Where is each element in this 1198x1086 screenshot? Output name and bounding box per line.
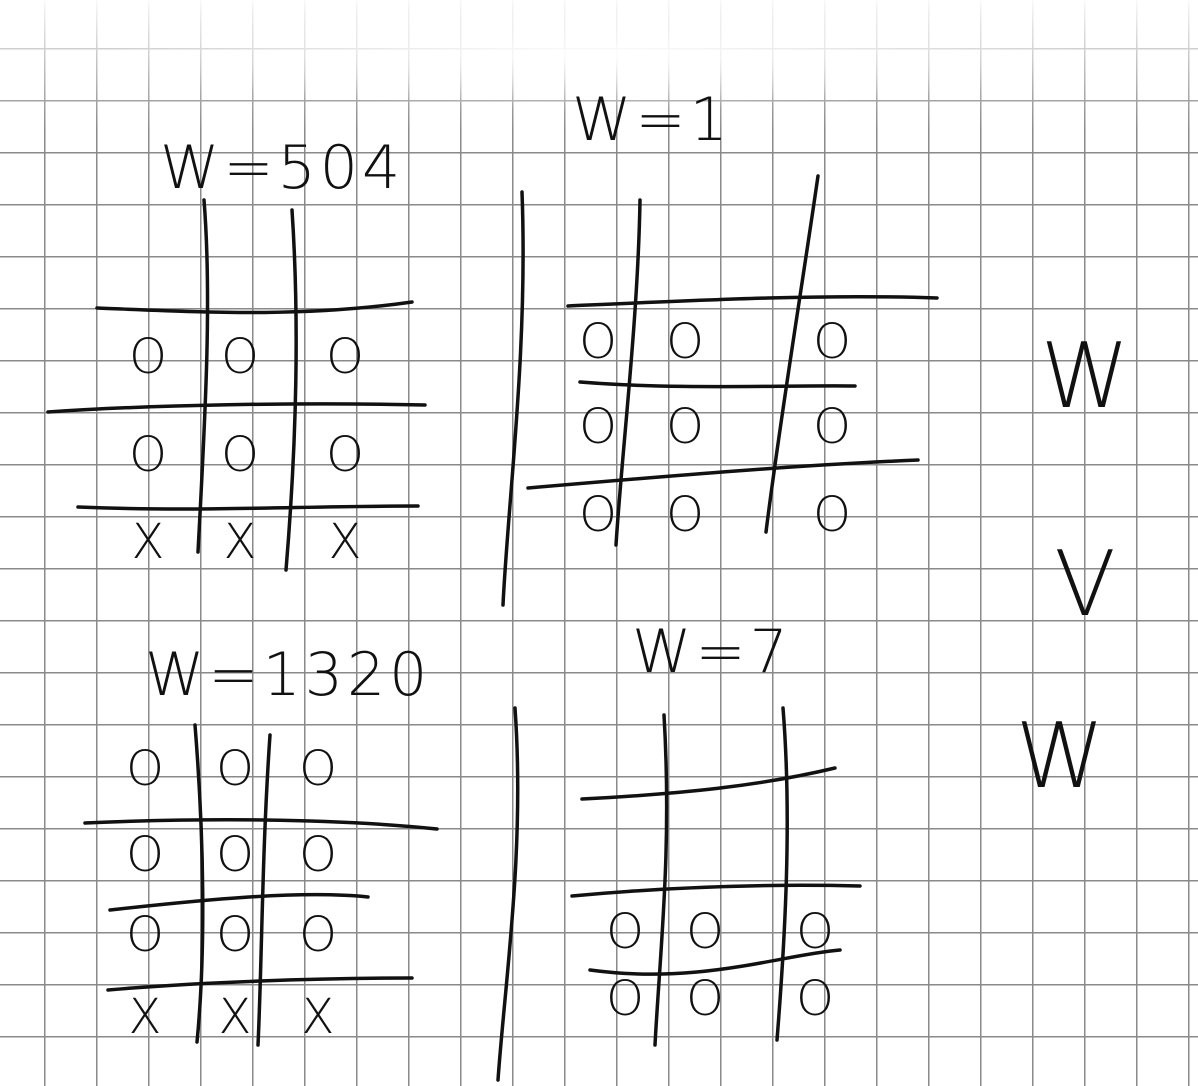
board-2-cell-r3c2: O [666, 487, 704, 543]
board-4-cell-r3c2: O [686, 904, 724, 960]
board-3-cell-r3c2: O [216, 907, 254, 963]
board-1-cell-r2c3: O [326, 427, 364, 483]
board-2-label: W=1 [572, 85, 732, 155]
board-3-lines [83, 723, 439, 1047]
board-3-cell-r2c1: O [126, 827, 164, 883]
board-4-cell-r3c3: O [796, 904, 834, 960]
board-1-cell-r1c1: O [129, 329, 167, 385]
board-4-label: W=7 [632, 617, 792, 687]
board-3-label: W=1320 [145, 640, 431, 710]
board-1-cell-r2c1: O [129, 427, 167, 483]
board-1-cell-r2c2: O [221, 427, 259, 483]
board-3-cell-r4c2: X [219, 989, 252, 1045]
board-2-cell-r2c1: O [579, 399, 617, 455]
side-symbol-v: V [1054, 532, 1116, 637]
board-4-lines [496, 706, 862, 1082]
board-3-cell-r4c1: X [129, 989, 162, 1045]
board-1-cell-r3c3: X [329, 514, 362, 570]
board-1-cell-r1c2: O [221, 329, 259, 385]
board-3-cell-r1c2: O [216, 741, 254, 797]
board-2-cell-r1c2: O [666, 314, 704, 370]
board-1-label: W=504 [160, 133, 404, 203]
board-2-cell-r2c2: O [666, 399, 704, 455]
board-4-cell-r4c2: O [686, 971, 724, 1027]
board-2-cell-r3c3: O [813, 487, 851, 543]
board-2-lines [501, 174, 939, 607]
board-2-cell-r2c3: O [813, 399, 851, 455]
side-symbol-w: W [1041, 324, 1130, 429]
board-1-lines [46, 198, 427, 572]
board-3-cell-r2c2: O [216, 827, 254, 883]
board-3-cell-r2c3: O [299, 827, 337, 883]
board-2-cell-r1c1: O [579, 314, 617, 370]
board-2-cell-r1c3: O [813, 314, 851, 370]
board-4-cell-r3c1: O [606, 904, 644, 960]
board-4-cell-r4c1: O [606, 971, 644, 1027]
board-3-cell-r3c3: O [299, 907, 337, 963]
board-4-cell-r4c3: O [796, 971, 834, 1027]
board-1-cell-r3c1: X [132, 514, 165, 570]
board-1-cell-r3c2: X [224, 514, 257, 570]
board-3-cell-r1c3: O [299, 741, 337, 797]
board-1-cell-r1c3: O [326, 329, 364, 385]
board-3-cell-r4c3: X [302, 989, 335, 1045]
side-symbol-w-double: W [1016, 704, 1105, 809]
board-3-cell-r1c1: O [126, 741, 164, 797]
board-2-cell-r3c1: O [579, 487, 617, 543]
board-3-cell-r3c1: O [126, 907, 164, 963]
